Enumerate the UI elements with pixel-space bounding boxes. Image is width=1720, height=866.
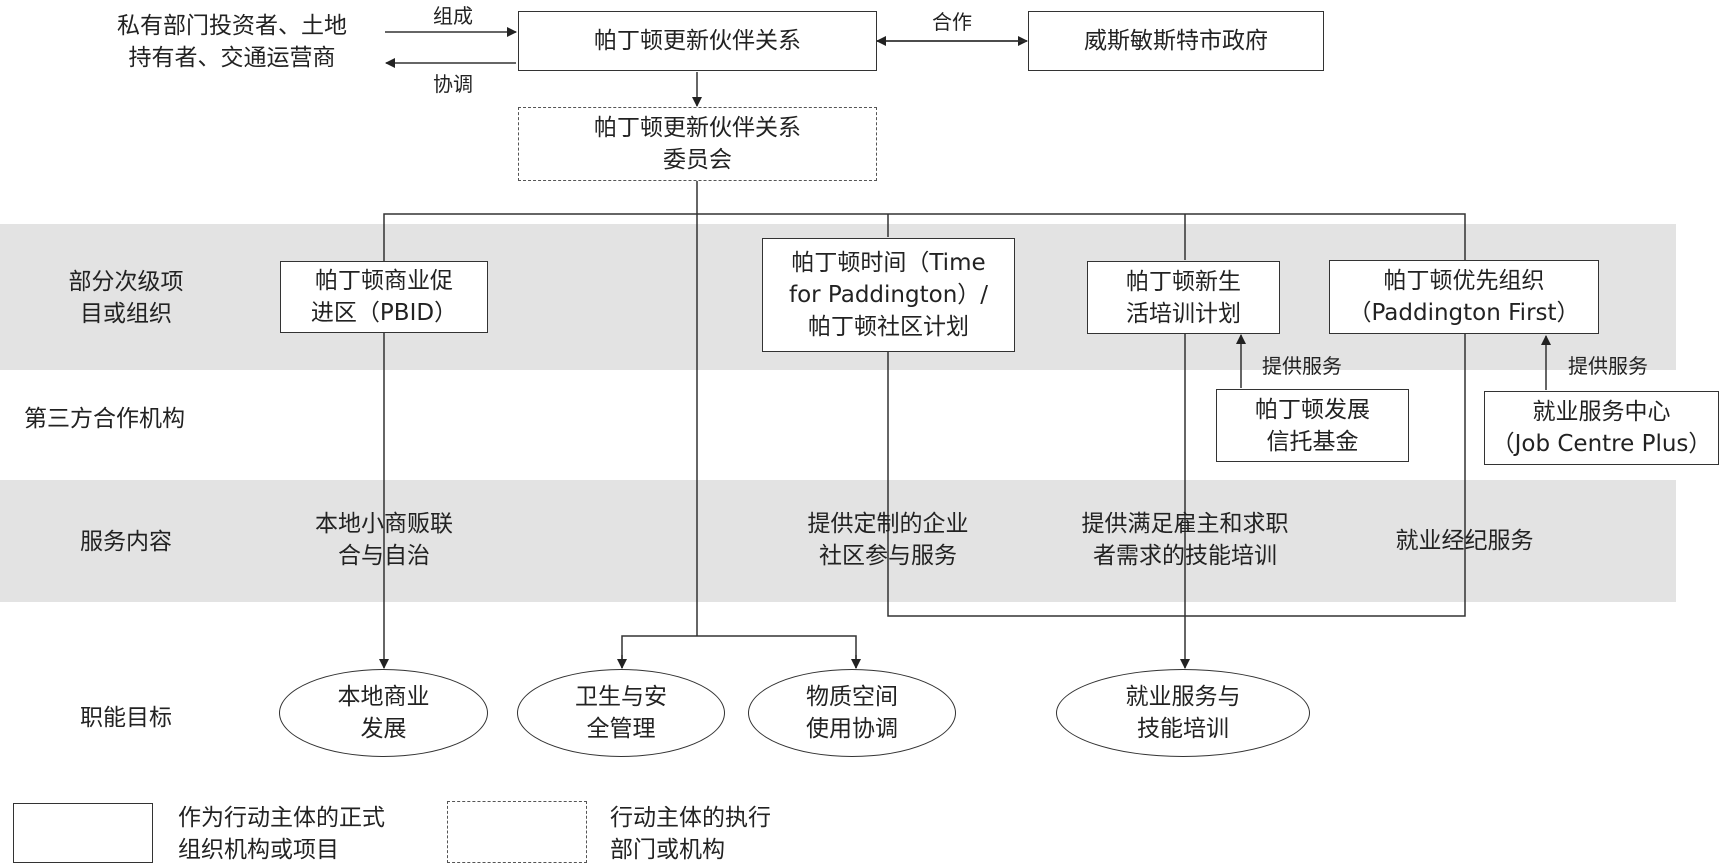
partner-jobcentre-box: 就业服务中心 （Job Centre Plus） — [1484, 391, 1719, 465]
stakeholders-line-2: 持有者、交通运营商 — [128, 45, 336, 71]
partner-trust-box: 帕丁顿发展 信托基金 — [1216, 389, 1409, 462]
service-local-traders: 本地小商贩联 合与自治 — [264, 508, 504, 572]
legend-solid-line-2: 组织机构或项目 — [178, 837, 339, 863]
committee-line-2: 委员会 — [663, 147, 732, 173]
row-label-sub-projects-line-1: 部分次级项 — [68, 269, 184, 295]
goal-safety: 卫生与安 全管理 — [517, 669, 725, 757]
committee-line-1: 帕丁顿更新伙伴关系 — [594, 115, 801, 141]
goal-space-line-2: 使用协调 — [806, 716, 898, 742]
org-newlife-box: 帕丁顿新生 活培训计划 — [1087, 261, 1280, 334]
org-time-line-3: 帕丁顿社区计划 — [808, 314, 969, 340]
goal-space: 物质空间 使用协调 — [748, 669, 956, 757]
coordinate-label: 协调 — [433, 72, 473, 96]
org-pbid-box: 帕丁顿商业促 进区（PBID） — [280, 261, 488, 333]
legend-dashed-label: 行动主体的执行 部门或机构 — [610, 802, 771, 866]
org-first-line-1: 帕丁顿优先组织 — [1383, 268, 1545, 294]
row-label-sub-projects-line-2: 目或组织 — [80, 301, 172, 327]
partnership-box: 帕丁顿更新伙伴关系 — [518, 11, 877, 71]
council-title: 威斯敏斯特市政府 — [1084, 28, 1268, 54]
partner-trust-line-1: 帕丁顿发展 — [1255, 396, 1370, 423]
legend-solid-line-1: 作为行动主体的正式 — [178, 805, 385, 831]
service-skills: 提供满足雇主和求职 者需求的技能培训 — [1050, 508, 1320, 572]
legend-dashed-swatch — [447, 801, 587, 863]
org-newlife-line-2: 活培训计划 — [1126, 300, 1241, 327]
org-pbid-line-1: 帕丁顿商业促 — [315, 268, 453, 294]
provide-service-label-1: 提供服务 — [1262, 354, 1342, 378]
provide-service-label-2: 提供服务 — [1568, 354, 1648, 378]
legend-solid-label: 作为行动主体的正式 组织机构或项目 — [178, 802, 385, 866]
cooperate-label: 合作 — [932, 10, 972, 34]
service-community-line-1: 提供定制的企业 — [807, 511, 969, 537]
goal-local-business-line-2: 发展 — [360, 716, 407, 742]
service-brokerage: 就业经纪服务 — [1395, 528, 1534, 554]
row-label-sub-projects: 部分次级项 目或组织 — [46, 266, 206, 330]
service-skills-line-2: 者需求的技能培训 — [1093, 543, 1277, 569]
compose-label: 组成 — [433, 4, 473, 28]
partner-jobcentre-line-2: （Job Centre Plus） — [1491, 431, 1712, 457]
goal-space-line-1: 物质空间 — [806, 684, 898, 710]
goal-safety-line-2: 全管理 — [586, 716, 656, 742]
band-services — [0, 480, 1676, 602]
goal-employment-line-1: 就业服务与 — [1125, 684, 1241, 710]
org-first-box: 帕丁顿优先组织 （Paddington First） — [1329, 260, 1599, 334]
service-local-traders-line-2: 合与自治 — [338, 543, 430, 569]
org-time-line-1: 帕丁顿时间（Time — [791, 250, 986, 276]
org-pbid-line-2: 进区（PBID） — [310, 300, 458, 326]
committee-box: 帕丁顿更新伙伴关系 委员会 — [518, 107, 877, 181]
goal-local-business: 本地商业 发展 — [279, 669, 488, 757]
partner-jobcentre-line-1: 就业服务中心 — [1532, 399, 1671, 425]
service-community: 提供定制的企业 社区参与服务 — [758, 508, 1018, 572]
org-time-box: 帕丁顿时间（Time for Paddington）/ 帕丁顿社区计划 — [762, 238, 1015, 352]
org-first-line-2: （Paddington First） — [1348, 300, 1580, 326]
stakeholders-line-1: 私有部门投资者、土地 — [117, 13, 347, 39]
org-time-line-2: for Paddington）/ — [788, 282, 989, 308]
row-label-services: 服务内容 — [80, 529, 172, 555]
org-newlife-line-1: 帕丁顿新生 — [1126, 268, 1241, 295]
legend-solid-swatch — [13, 803, 153, 863]
row-label-third-party: 第三方合作机构 — [24, 406, 185, 432]
goal-employment: 就业服务与 技能培训 — [1056, 669, 1310, 757]
partner-trust-line-2: 信托基金 — [1266, 428, 1359, 455]
service-skills-line-1: 提供满足雇主和求职 — [1081, 511, 1289, 537]
service-community-line-2: 社区参与服务 — [819, 543, 957, 569]
legend-dashed-line-1: 行动主体的执行 — [610, 805, 771, 831]
goal-employment-line-2: 技能培训 — [1137, 716, 1229, 742]
legend-dashed-line-2: 部门或机构 — [610, 837, 725, 863]
council-box: 威斯敏斯特市政府 — [1028, 11, 1324, 71]
goal-safety-line-1: 卫生与安 — [575, 684, 667, 710]
goal-local-business-line-1: 本地商业 — [337, 684, 430, 710]
partnership-title: 帕丁顿更新伙伴关系 — [594, 28, 801, 54]
row-label-goals: 职能目标 — [80, 705, 172, 731]
stakeholders-label: 私有部门投资者、土地 持有者、交通运营商 — [92, 10, 372, 74]
service-local-traders-line-1: 本地小商贩联 — [315, 511, 453, 537]
